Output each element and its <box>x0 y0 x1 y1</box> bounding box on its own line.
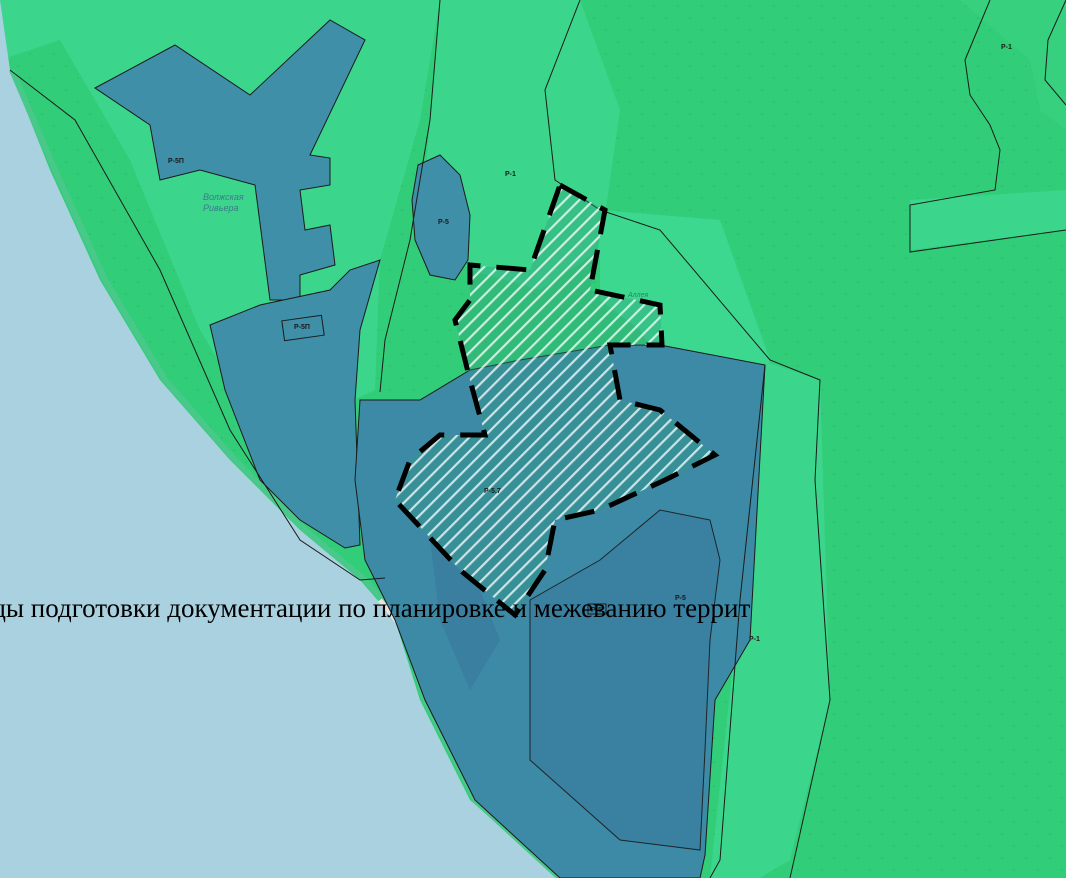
water-area <box>0 0 560 878</box>
boundary-line-7 <box>709 364 766 878</box>
zone-label-r1-center: Р-1 <box>505 171 516 178</box>
planning-area-boundary[interactable] <box>392 181 720 619</box>
zone-label-r5p-west: Р-5П <box>294 324 310 331</box>
zone-r5p-north[interactable] <box>94 19 366 301</box>
boundary-line-5 <box>909 0 1066 253</box>
boundary-line-4 <box>9 69 386 581</box>
zone-label-r5-south: Р-5 <box>675 595 686 602</box>
zone-light-ne <box>960 0 1066 130</box>
boundary-line-1 <box>379 0 441 393</box>
zone-label-r57: Р-5.7 <box>484 488 501 495</box>
zone-label-r5-pond: Р-5 <box>438 219 449 226</box>
zone-label-r1-east: Р-1 <box>749 636 760 643</box>
caption-bar: ицы подготовки документации по планировк… <box>0 590 1066 630</box>
boundary-line-6 <box>1044 0 1066 106</box>
zone-r5-south-inner[interactable] <box>529 509 721 851</box>
place-label-alley: Аллея <box>627 292 648 299</box>
zone-label-r5p-north: Р-5П <box>168 158 184 165</box>
caption-text: ицы подготовки документации по планировк… <box>0 593 751 623</box>
zone-r5-small-marker <box>587 603 607 615</box>
zone-r5p-west[interactable] <box>209 259 381 549</box>
boundary-line-3 <box>599 209 831 878</box>
zone-r5p-marker <box>281 314 325 342</box>
planning-area-hatch <box>395 185 715 615</box>
zone-label-r5-small: Р-5 <box>591 607 602 614</box>
zone-r5-path <box>430 540 500 690</box>
zone-label-r1-north-east: Р-1 <box>1001 44 1012 51</box>
zone-light-strip <box>710 360 830 878</box>
